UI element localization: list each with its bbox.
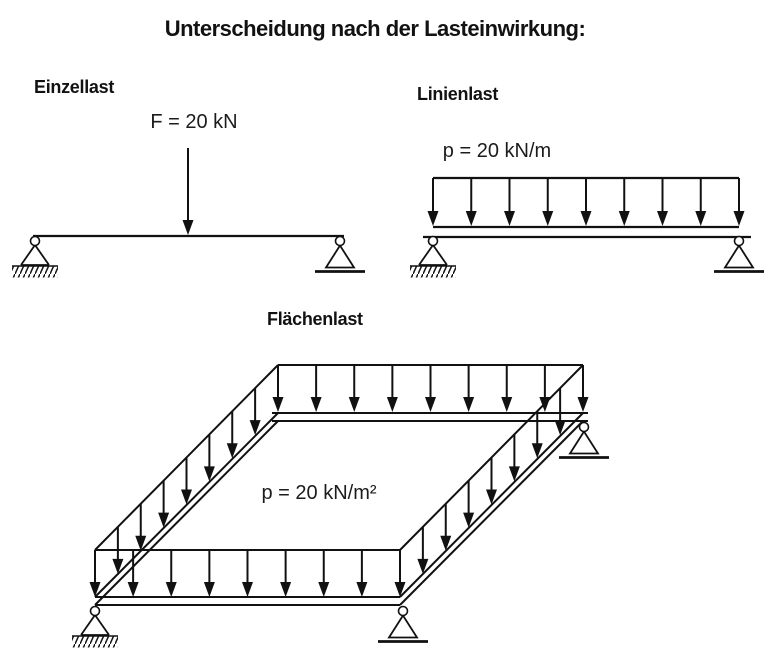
einzellast-diagram — [11, 148, 367, 279]
section-label-linienlast: Linienlast — [417, 84, 499, 104]
page-title: Unterscheidung nach der Lasteinwirkung: — [164, 16, 586, 41]
linienlast-diagram — [409, 176, 766, 279]
section-label-einzellast: Einzellast — [34, 77, 115, 97]
load-value-linienlast: p = 20 kN/m — [442, 140, 552, 162]
section-label-flaechenlast: Flächenlast — [267, 309, 363, 329]
load-value-flaechenlast: p = 20 kN/m² — [261, 482, 377, 504]
flaechenlast-diagram — [71, 364, 611, 649]
load-value-einzellast: F = 20 kN — [150, 111, 238, 133]
